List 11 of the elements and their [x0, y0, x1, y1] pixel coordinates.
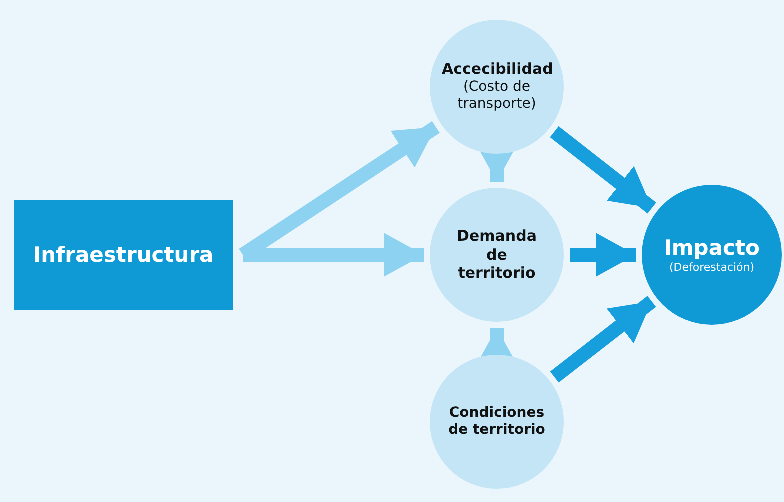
node-sublabel: (Deforestación) — [669, 261, 755, 275]
node-sublabel: (Costo de transporte) — [456, 78, 538, 114]
process-box — [14, 200, 233, 310]
node-label: Impacto — [664, 235, 760, 262]
arrow — [550, 296, 656, 383]
arrow — [570, 233, 636, 277]
node-label: Condiciones de territorio — [448, 404, 546, 440]
node-label: Accecibilidad — [442, 60, 552, 79]
arrow — [243, 233, 424, 277]
node-label: Infraestructura — [33, 242, 214, 268]
node-label: Demanda de territorio — [456, 226, 538, 284]
